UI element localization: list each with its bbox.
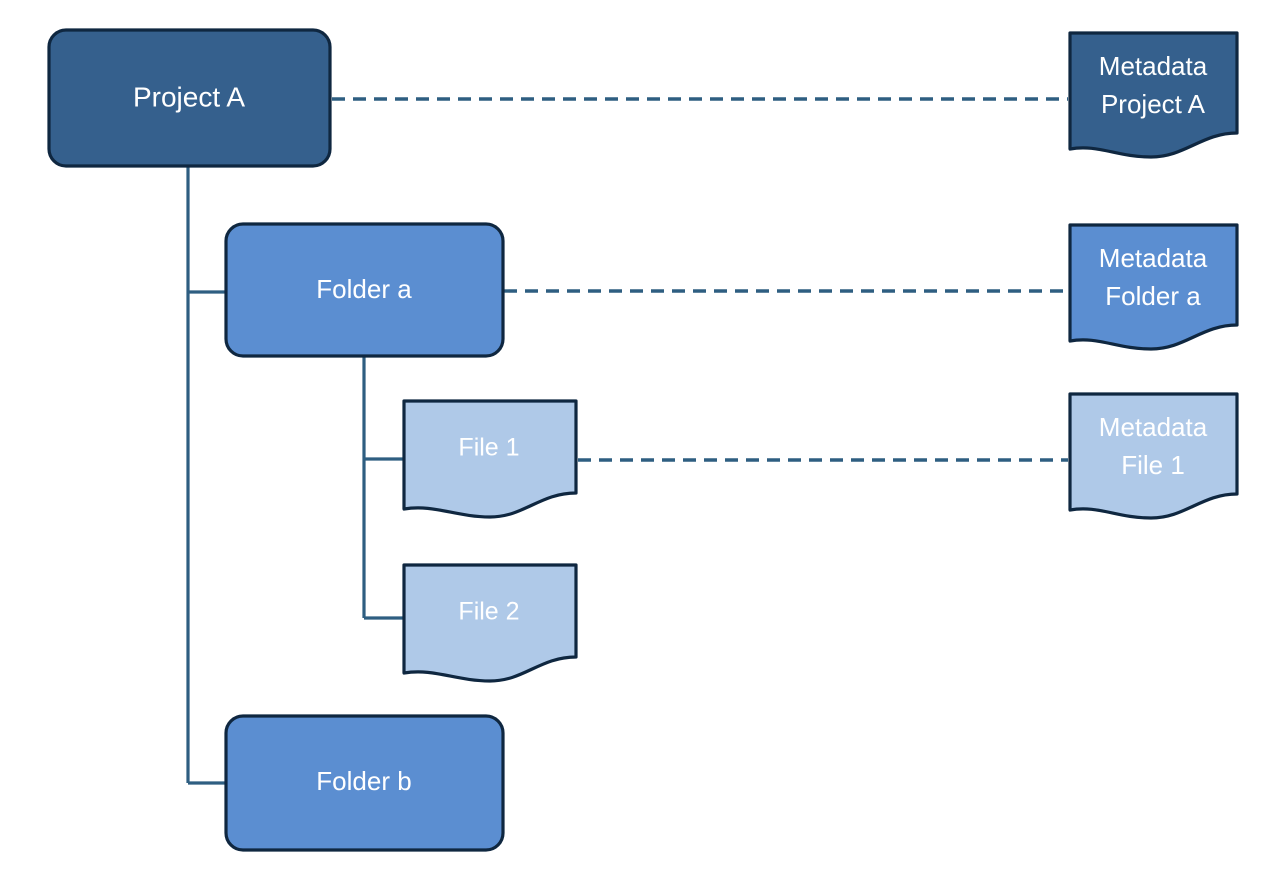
file-1-doc[interactable]: [402, 399, 578, 519]
metadata-connectors: [332, 97, 1068, 462]
metadata-folder-a-doc[interactable]: [1068, 223, 1239, 351]
node-project-a[interactable]: Project A: [47, 28, 332, 168]
metadata-file-1-doc[interactable]: [1068, 392, 1239, 520]
tree-connectors: [186, 166, 406, 785]
node-folder-b[interactable]: Folder b: [224, 714, 505, 852]
folder-a-box[interactable]: [224, 222, 505, 358]
project-a-box[interactable]: [47, 28, 332, 168]
node-file-1[interactable]: File 1: [402, 399, 578, 519]
node-folder-a[interactable]: Folder a: [224, 222, 505, 358]
file-2-doc[interactable]: [402, 563, 578, 683]
node-metadata-project-a[interactable]: Metadata Project A: [1068, 31, 1239, 159]
metadata-project-a-doc[interactable]: [1068, 31, 1239, 159]
folder-b-box[interactable]: [224, 714, 505, 852]
node-metadata-folder-a[interactable]: Metadata Folder a: [1068, 223, 1239, 351]
node-metadata-file-1[interactable]: Metadata File 1: [1068, 392, 1239, 520]
node-file-2[interactable]: File 2: [402, 563, 578, 683]
